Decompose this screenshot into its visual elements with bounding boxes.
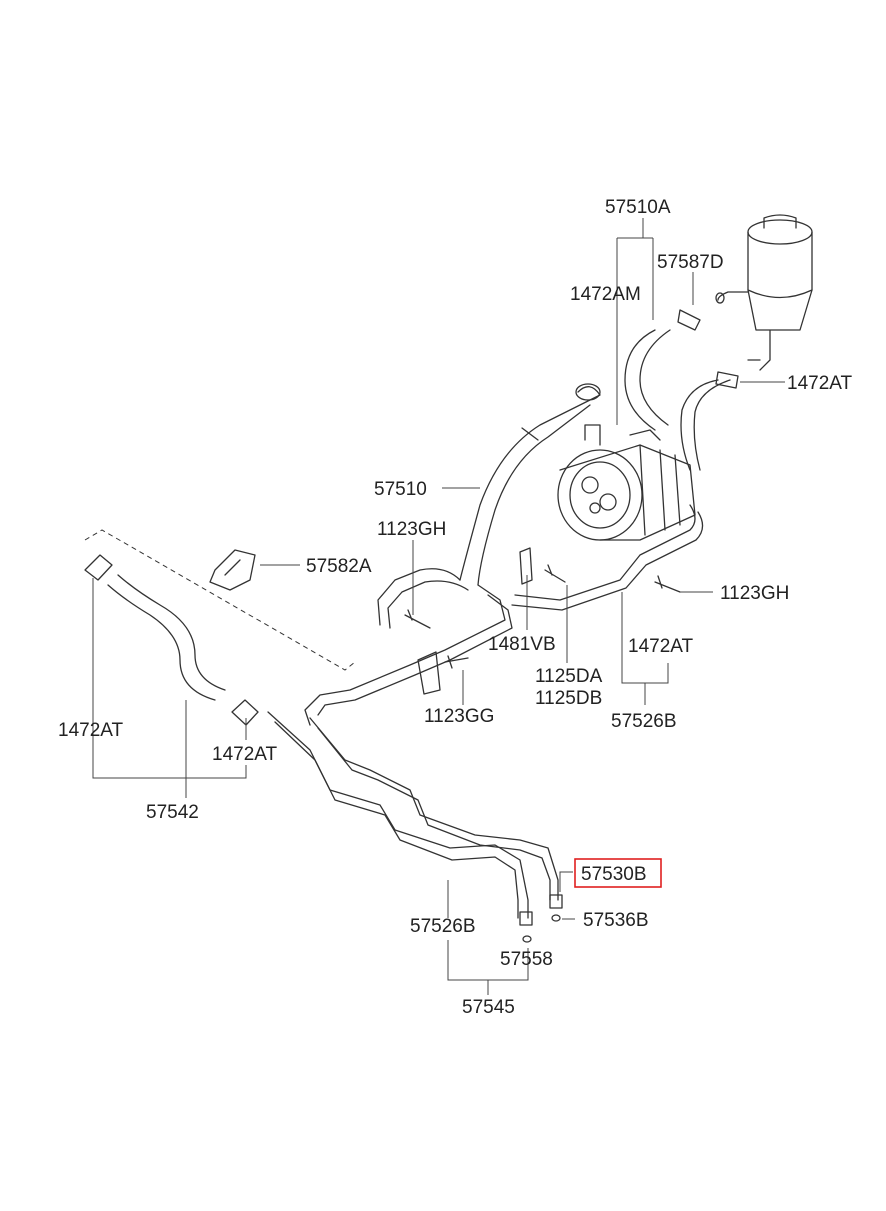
label-57526B-bottom[interactable]: 57526B	[410, 916, 476, 937]
pressure-hose	[459, 386, 601, 581]
label-1125DA[interactable]: 1125DA	[535, 666, 603, 687]
label-57582A[interactable]: 57582A	[306, 556, 372, 577]
return-tube	[514, 504, 696, 601]
label-57542[interactable]: 57542	[146, 802, 199, 823]
bolt-1123GG	[444, 655, 469, 669]
label-57545[interactable]: 57545	[462, 997, 515, 1018]
label-57536B[interactable]: 57536B	[583, 910, 649, 931]
label-1472AT-top[interactable]: 1472AT	[787, 373, 853, 394]
bracket-57582A	[209, 549, 256, 591]
label-1472AM[interactable]: 1472AM	[570, 284, 641, 305]
label-1123GH-right[interactable]: 1123GH	[720, 583, 789, 604]
clamp-1123GG	[417, 651, 441, 695]
label-57558[interactable]: 57558	[500, 949, 553, 970]
bracket-1481VB	[519, 547, 533, 585]
label-57510A[interactable]: 57510A	[605, 197, 671, 218]
bolt-1125DA	[544, 564, 566, 583]
highlight-box	[574, 858, 662, 888]
label-1123GH-left[interactable]: 1123GH	[377, 519, 446, 540]
label-57526B-top[interactable]: 57526B	[611, 711, 677, 732]
leader-lines	[92, 218, 785, 995]
label-1123GG[interactable]: 1123GG	[424, 706, 494, 727]
label-1472AT-clip[interactable]: 1472AT	[212, 744, 278, 765]
washer-57558	[522, 935, 532, 943]
bolt-1123GH-left	[404, 609, 431, 629]
label-1481VB[interactable]: 1481VB	[488, 634, 556, 655]
cooler-tube-57526B	[267, 711, 529, 919]
bolt-1123GH-right	[654, 575, 681, 593]
return-hose-57542	[107, 584, 216, 701]
label-57587D[interactable]: 57587D	[657, 252, 724, 273]
reservoir-tank	[715, 214, 813, 371]
label-1472AT-left[interactable]: 1472AT	[58, 720, 124, 741]
label-1472AT-mid[interactable]: 1472AT	[628, 636, 694, 657]
label-1125DB[interactable]: 1125DB	[535, 688, 602, 709]
suction-hose	[624, 329, 656, 431]
cooler-tube-57530B	[309, 717, 559, 901]
power-steering-pump	[557, 424, 696, 541]
label-57530B[interactable]: 57530B	[581, 864, 647, 885]
label-57510[interactable]: 57510	[374, 479, 427, 500]
washer-57536B	[551, 914, 561, 922]
